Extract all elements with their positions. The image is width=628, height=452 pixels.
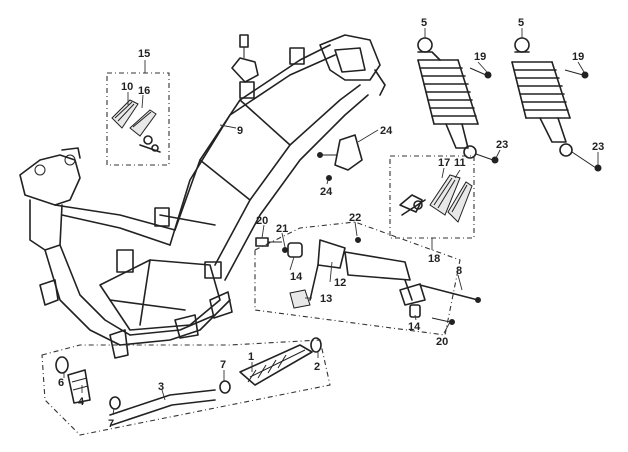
callout-5-left: 5 xyxy=(421,17,427,29)
callout-7-right: 7 xyxy=(220,359,226,371)
top-bracket xyxy=(231,34,259,83)
callout-22: 22 xyxy=(349,212,361,224)
callout-4: 4 xyxy=(78,396,85,408)
group-18-parts xyxy=(399,174,473,223)
callout-14-left: 14 xyxy=(290,271,303,283)
center-stand xyxy=(255,237,481,325)
callout-20-bottom: 20 xyxy=(436,336,448,348)
callout-23-right: 23 xyxy=(592,141,604,153)
callout-5-right: 5 xyxy=(518,17,524,29)
rear-shock-left xyxy=(417,37,499,164)
callout-15: 15 xyxy=(138,48,150,60)
callout-19-left: 19 xyxy=(474,51,486,63)
leader-lines xyxy=(63,28,599,416)
rear-shock-right xyxy=(511,37,602,172)
callout-9: 9 xyxy=(237,125,243,137)
callout-20-top: 20 xyxy=(256,215,268,227)
callout-labels: 1 2 3 4 5 5 6 7 7 8 9 10 11 12 13 14 14 … xyxy=(58,17,604,430)
callout-24-bottom: 24 xyxy=(320,186,333,198)
callout-16: 16 xyxy=(138,85,150,97)
callout-19-right: 19 xyxy=(572,51,584,63)
callout-14-right: 14 xyxy=(408,321,421,333)
group-15-parts xyxy=(111,99,161,153)
callout-12: 12 xyxy=(334,277,346,289)
callout-17: 17 xyxy=(438,157,450,169)
callout-1: 1 xyxy=(248,351,254,363)
hose-group-box xyxy=(41,339,331,436)
callout-3: 3 xyxy=(158,381,164,393)
callout-8: 8 xyxy=(456,265,462,277)
callout-10: 10 xyxy=(121,81,133,93)
callout-2: 2 xyxy=(314,361,320,373)
main-frame xyxy=(19,34,386,359)
callout-18: 18 xyxy=(428,253,440,265)
bracket-24 xyxy=(317,134,363,181)
callout-21: 21 xyxy=(276,223,288,235)
callout-24-top: 24 xyxy=(380,125,393,137)
callout-7-left: 7 xyxy=(108,418,114,430)
callout-13: 13 xyxy=(320,293,332,305)
hoses xyxy=(55,337,322,426)
group-15-box xyxy=(106,72,170,166)
callout-23-left: 23 xyxy=(496,139,508,151)
callout-6: 6 xyxy=(58,377,64,389)
callout-11: 11 xyxy=(454,157,466,169)
stand-group-box xyxy=(254,221,461,336)
